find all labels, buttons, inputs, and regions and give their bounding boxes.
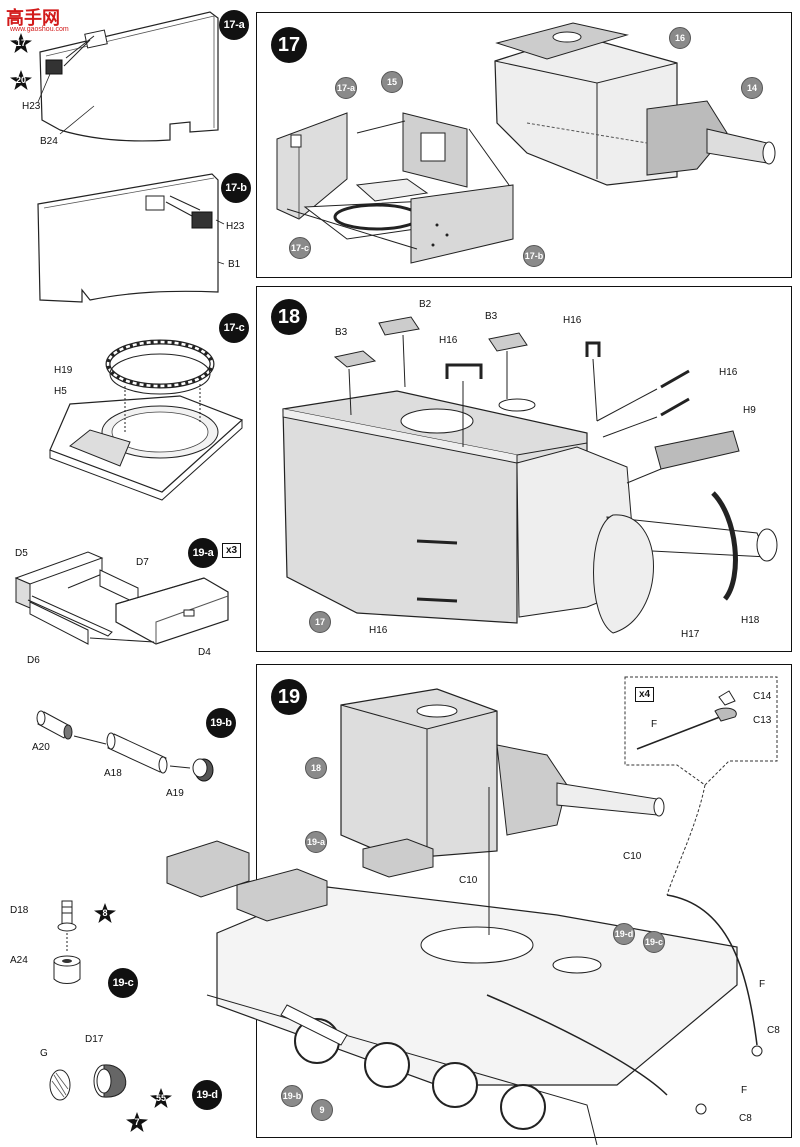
- substep-badge-19a: 19-a: [188, 538, 218, 568]
- part-label-b24: B24: [40, 136, 58, 147]
- part-label-c10: C10: [623, 851, 642, 862]
- callout-9: 9: [311, 1099, 333, 1121]
- step-number-badge: 19: [271, 679, 307, 715]
- callout-19d: 19-d: [613, 923, 635, 945]
- callout-19b: 19-b: [281, 1085, 303, 1107]
- part-label-h19: H19: [54, 365, 73, 376]
- part-label-d5: D5: [15, 548, 28, 559]
- step-19-drawing: [166, 676, 778, 1146]
- part-label-c8: C8: [767, 1025, 780, 1036]
- quantity-box: x3: [222, 543, 242, 558]
- part-label-c10: C10: [459, 875, 478, 886]
- watermark-logo: 高手网: [6, 8, 60, 28]
- quantity-box: x4: [635, 687, 655, 702]
- part-label-c14: C14: [753, 691, 772, 702]
- callout-17c: 17-c: [289, 237, 311, 259]
- callout-17: 17: [309, 611, 331, 633]
- part-label-b1: B1: [228, 259, 241, 270]
- callout-14: 14: [741, 77, 763, 99]
- part-label-h23: H23: [226, 221, 245, 232]
- callout-17b: 17-b: [523, 245, 545, 267]
- part-label-h16: H16: [719, 367, 738, 378]
- part-label-a24: A24: [10, 955, 28, 966]
- part-label-f: F: [741, 1085, 748, 1096]
- part-label-h18: H18: [741, 615, 760, 626]
- callout-18: 18: [305, 757, 327, 779]
- headlight-drawing: [49, 1064, 127, 1101]
- part-label-d17: D17: [85, 1034, 104, 1045]
- callout-19c: 19-c: [643, 931, 665, 953]
- step-19-panel: 19 x4 C14 C13: [166, 664, 792, 1146]
- part-label-c8: C8: [739, 1113, 752, 1124]
- step-18-drawing: [282, 316, 778, 634]
- callout-16: 16: [669, 27, 691, 49]
- substep-badge-19b: 19-b: [206, 708, 236, 738]
- substep-badge-17a: 17-a: [219, 10, 249, 40]
- callout-19a: 19-a: [305, 831, 327, 853]
- part-label-h9: H9: [743, 405, 756, 416]
- part-label-d6: D6: [27, 655, 40, 666]
- part-label-f: F: [651, 719, 658, 730]
- part-label-a20: A20: [32, 742, 50, 753]
- step-number-badge: 17: [271, 27, 307, 63]
- ring-base-drawing: [49, 339, 244, 501]
- part-label-b2: B2: [419, 299, 432, 310]
- part-label-d7: D7: [136, 557, 149, 568]
- toolbox-drawing: [14, 551, 229, 645]
- part-label-h23: H23: [22, 101, 41, 112]
- part-label-d4: D4: [198, 647, 211, 658]
- substep-badge-19d: 19-d: [192, 1080, 222, 1110]
- bolt-drawing: [53, 900, 81, 984]
- step-17-panel: 17 17-a 15 17-c 17-b 16 14: [256, 12, 792, 278]
- part-label-f: F: [759, 979, 766, 990]
- part-label-a18: A18: [104, 768, 122, 779]
- part-label-h17: H17: [681, 629, 700, 640]
- callout-17a: 17-a: [335, 77, 357, 99]
- part-label-d18: D18: [10, 905, 29, 916]
- step-17-drawing: [276, 22, 776, 264]
- part-label-b3: B3: [485, 311, 498, 322]
- part-label-h16: H16: [439, 335, 458, 346]
- callout-15: 15: [381, 71, 403, 93]
- part-label-g: G: [40, 1048, 48, 1059]
- part-label-c13: C13: [753, 715, 772, 726]
- part-label-h16: H16: [563, 315, 582, 326]
- part-label-h5: H5: [54, 386, 67, 397]
- panel-b1-drawing: [37, 173, 225, 303]
- part-label-h16: H16: [369, 625, 388, 636]
- panel-b24-drawing: [37, 11, 219, 142]
- part-label-a19: A19: [166, 788, 184, 799]
- substep-badge-19c: 19-c: [108, 968, 138, 998]
- step-18-panel: 18 B2 B3 B3 H16: [256, 286, 792, 652]
- cylinder-drawing: [36, 710, 214, 782]
- part-label-b3: B3: [335, 327, 348, 338]
- watermark-url: www.gaoshou.com: [10, 26, 69, 33]
- step-number-badge: 18: [271, 299, 307, 335]
- substep-badge-17b: 17-b: [221, 173, 251, 203]
- substep-badge-17c: 17-c: [219, 313, 249, 343]
